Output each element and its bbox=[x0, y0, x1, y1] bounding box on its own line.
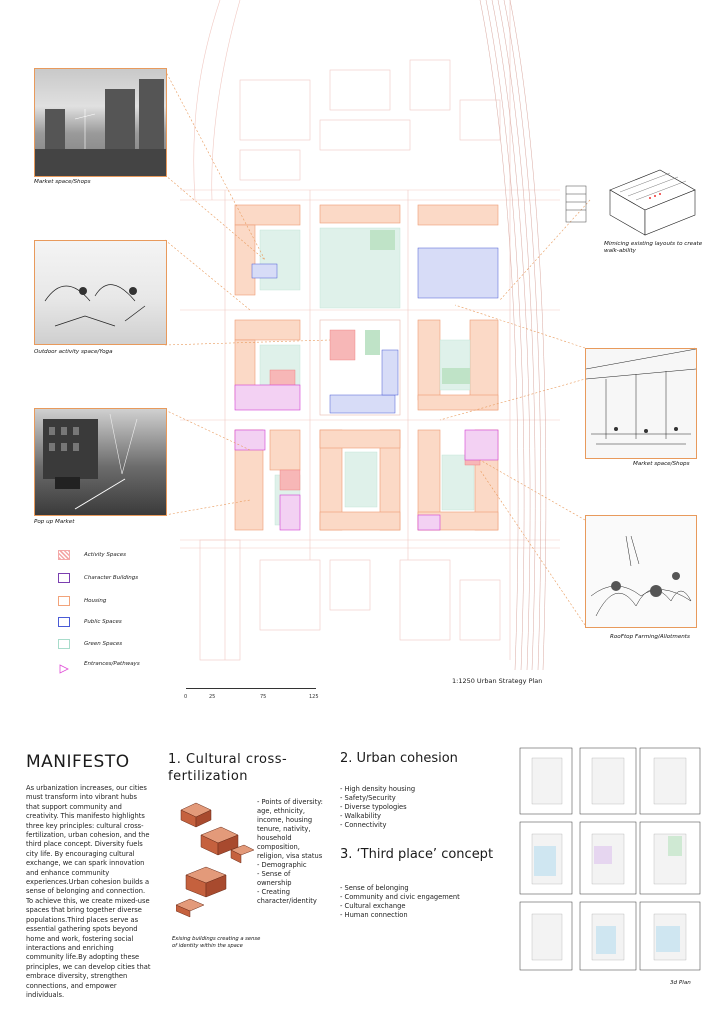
rooftop-farming-photo bbox=[585, 515, 697, 628]
manifesto-body: As urbanization increases, our cities mu… bbox=[26, 784, 151, 999]
scale-tick-75: 75 bbox=[260, 694, 267, 700]
plan-title: 1:1250 Urban Strategy Plan bbox=[452, 677, 543, 685]
section2-title: 2. Urban cohesion bbox=[340, 751, 458, 766]
character-swatch bbox=[58, 573, 70, 583]
section2-item-safety: - Safety/Security bbox=[340, 794, 396, 802]
walkability-axonometric bbox=[609, 169, 696, 236]
manifesto-title: MANIFESTO bbox=[26, 752, 130, 772]
section2-list: - High density housing - Safety/Security… bbox=[340, 785, 490, 830]
walkability-caption: Mimicing existing layouts to create walk… bbox=[604, 241, 703, 254]
market-shops-photo bbox=[34, 68, 167, 177]
section2-item-typologies: - Diverse typologies bbox=[340, 803, 407, 811]
market-shops-interior-photo bbox=[585, 348, 697, 459]
section3-title: 3. ‘Third place’ concept bbox=[340, 847, 494, 862]
leader-lines bbox=[164, 69, 696, 626]
yoga-photo bbox=[34, 240, 167, 345]
section3-item-belonging: - Sense of belonging bbox=[340, 884, 409, 892]
section1-title: 1. Cultural cross-fertilization bbox=[168, 752, 288, 784]
section1-item-ownership: - Sense of ownership bbox=[257, 870, 292, 887]
legend-public: Public Spaces bbox=[58, 615, 122, 629]
entrances-swatch bbox=[58, 659, 70, 674]
legend-housing: Housing bbox=[58, 594, 106, 608]
popup-market-caption: Pop up Market bbox=[34, 519, 75, 525]
market-shops-caption: Market space/Shops bbox=[34, 179, 91, 185]
section2-item-connectivity: - Connectivity bbox=[340, 821, 387, 829]
section3-list: - Sense of belonging - Community and civ… bbox=[340, 884, 500, 920]
market-shops-2-caption: Market space/Shops bbox=[633, 461, 690, 467]
identity-buildings-illustration bbox=[176, 802, 255, 918]
section3-item-exchange: - Cultural exchange bbox=[340, 902, 406, 910]
legend-entrances: Entrances/Pathways bbox=[58, 657, 140, 674]
scale-tick-125: 125 bbox=[309, 694, 319, 700]
public-swatch bbox=[58, 617, 70, 627]
section2-item-walkability: - Walkability bbox=[340, 812, 381, 820]
section1-item-demographic: - Demographic bbox=[257, 861, 307, 869]
legend-character: Character Buildings bbox=[58, 571, 138, 585]
activity-swatch bbox=[58, 550, 70, 560]
section2-item-density: - High density housing bbox=[340, 785, 416, 793]
legend-green: Green Spaces bbox=[58, 637, 122, 651]
section1-list: - Points of diversity: age, ethnicity, i… bbox=[257, 798, 325, 906]
scale-bar bbox=[186, 688, 316, 689]
green-swatch bbox=[58, 639, 70, 649]
scale-tick-25: 25 bbox=[209, 694, 216, 700]
legend-activity: Activity Spaces bbox=[58, 548, 126, 562]
section1-item-character: - Creating character/identity bbox=[257, 888, 317, 905]
section3-item-connection: - Human connection bbox=[340, 911, 408, 919]
3d-plan-drawing bbox=[519, 747, 701, 971]
rooftop-caption: RooFtop Farming/Allotments bbox=[610, 634, 690, 640]
yoga-caption: Outdoor activity space/Yoga bbox=[34, 349, 113, 355]
section3-item-engagement: - Community and civic engagement bbox=[340, 893, 460, 901]
section1-item-diversity: - Points of diversity: age, ethnicity, i… bbox=[257, 798, 323, 860]
scale-tick-0: 0 bbox=[184, 694, 188, 700]
popup-market-photo bbox=[34, 408, 167, 516]
urban-strategy-plan bbox=[180, 0, 560, 670]
housing-swatch bbox=[58, 596, 70, 606]
section-elevation-icon bbox=[565, 185, 587, 223]
3d-plan-caption: 3d Plan bbox=[670, 980, 691, 986]
section1-caption: Exising buildings creating a sense of id… bbox=[172, 936, 261, 949]
